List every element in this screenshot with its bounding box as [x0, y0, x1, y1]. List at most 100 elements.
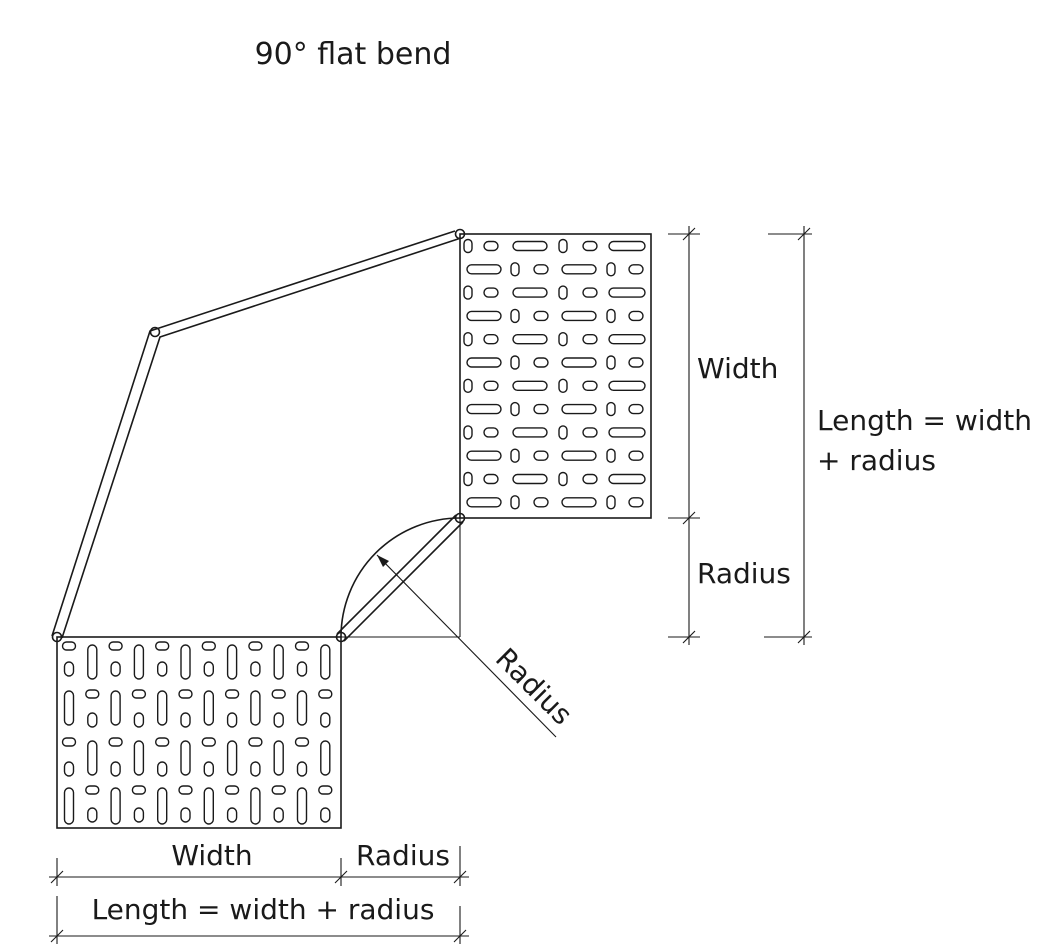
joint-middle	[149, 326, 161, 338]
perforation-slot	[156, 787, 168, 825]
perforation-slot	[628, 497, 644, 508]
perforation-slot	[85, 785, 100, 795]
perforation-slot	[203, 761, 215, 777]
perforation-slot	[628, 403, 644, 415]
perforation-slot	[582, 287, 598, 298]
perforation-slot	[512, 380, 548, 391]
perforation-slot	[466, 310, 502, 322]
perforation-slot	[250, 787, 261, 825]
perforation-slot	[466, 264, 502, 275]
perforation-slot	[510, 308, 520, 324]
perforation-slot	[463, 285, 473, 300]
perforation-slot	[178, 689, 193, 699]
perforation-slot	[483, 334, 499, 345]
perforation-slot	[203, 787, 215, 825]
perforation-slot	[250, 661, 261, 677]
perforation-slot	[561, 450, 597, 461]
bottom-width-label: Width	[171, 839, 252, 872]
perforation-slot	[533, 450, 549, 461]
perforation-slot	[608, 287, 646, 298]
perforation-slot	[558, 332, 568, 347]
bottom-length-label: Length = width + radius	[92, 893, 435, 926]
perforation-slot	[463, 332, 473, 347]
perforation-slot	[561, 403, 597, 415]
perforation-slot	[273, 712, 284, 728]
perforation-slot	[63, 787, 75, 825]
perforation-slot	[512, 240, 548, 252]
perforation-slot	[203, 661, 215, 677]
perforation-slot	[108, 641, 123, 651]
perforation-slot	[533, 497, 549, 508]
perforation-slot	[582, 473, 598, 485]
perforation-slot	[271, 785, 286, 795]
perforation-slot	[533, 310, 549, 322]
perforation-slot	[226, 644, 238, 680]
perforation-slot	[561, 264, 597, 275]
perforation-slot	[510, 355, 520, 370]
perforation-slot	[628, 264, 644, 275]
perforation-slot	[320, 740, 331, 776]
right-length-label-line1: Length = width	[817, 404, 1032, 437]
perforation-slot	[85, 689, 100, 699]
perforation-slot	[466, 357, 502, 368]
perforation-slot	[180, 712, 191, 728]
perforation-slot	[582, 380, 598, 391]
perforation-slot	[273, 740, 284, 776]
inner-bend	[335, 512, 466, 643]
perforation-slot	[606, 262, 616, 277]
perforation-slot	[463, 378, 473, 393]
bottom-dimensions: Width Radius Length = width + radius	[49, 839, 469, 944]
perforation-slot	[628, 450, 644, 461]
perforation-slot	[154, 641, 170, 651]
perforation-slot	[463, 471, 473, 487]
perforation-slot	[582, 427, 598, 438]
perforation-slot	[180, 740, 191, 776]
right-width-label: Width	[697, 352, 778, 385]
perforation-slot	[156, 661, 168, 677]
perforation-slot	[510, 262, 520, 277]
perforation-slot	[558, 238, 568, 254]
perforation-slot	[558, 425, 568, 440]
perforation-slot	[296, 787, 308, 825]
perforation-slot	[133, 644, 145, 680]
perforation-slot	[512, 287, 548, 298]
bottom-plate	[56, 636, 342, 829]
perforation-slot	[87, 644, 98, 680]
perforation-slot	[582, 240, 598, 252]
perforation-slot	[510, 495, 520, 510]
perforation-slot	[582, 334, 598, 345]
perforation-slot	[250, 690, 261, 726]
perforation-slot	[61, 737, 77, 747]
perforation-slot	[224, 689, 240, 699]
perforation-slot	[61, 641, 77, 651]
perforation-slot	[110, 761, 121, 777]
perforation-slot	[558, 285, 568, 300]
perforation-slot	[296, 661, 308, 677]
outer-bend-rail	[51, 228, 466, 643]
perforation-slot	[226, 740, 238, 776]
perforation-slot	[320, 644, 331, 680]
perforation-slot	[156, 761, 168, 777]
perforation-slot	[273, 807, 284, 823]
perforation-slot	[463, 238, 473, 254]
perforation-slot	[224, 785, 240, 795]
perforation-slot	[608, 334, 646, 345]
perforation-slot	[483, 473, 499, 485]
perforation-slot	[296, 690, 308, 726]
perforation-slot	[133, 807, 145, 823]
perforation-slot	[561, 497, 597, 508]
perforation-slot	[156, 690, 168, 726]
perforation-slot	[628, 310, 644, 322]
perforation-slot	[606, 308, 616, 324]
right-length-label-line2: + radius	[817, 444, 936, 477]
perforation-slot	[483, 380, 499, 391]
perforation-slot	[110, 690, 121, 726]
perforation-slot	[133, 740, 145, 776]
perforation-slot	[294, 737, 310, 747]
perforation-slot	[296, 761, 308, 777]
right-radius-label: Radius	[697, 557, 791, 590]
perforation-slot	[512, 427, 548, 438]
perforation-slot	[154, 737, 170, 747]
diagonal-radius-dimension: Radius	[376, 554, 579, 738]
perforation-slot	[201, 737, 217, 747]
